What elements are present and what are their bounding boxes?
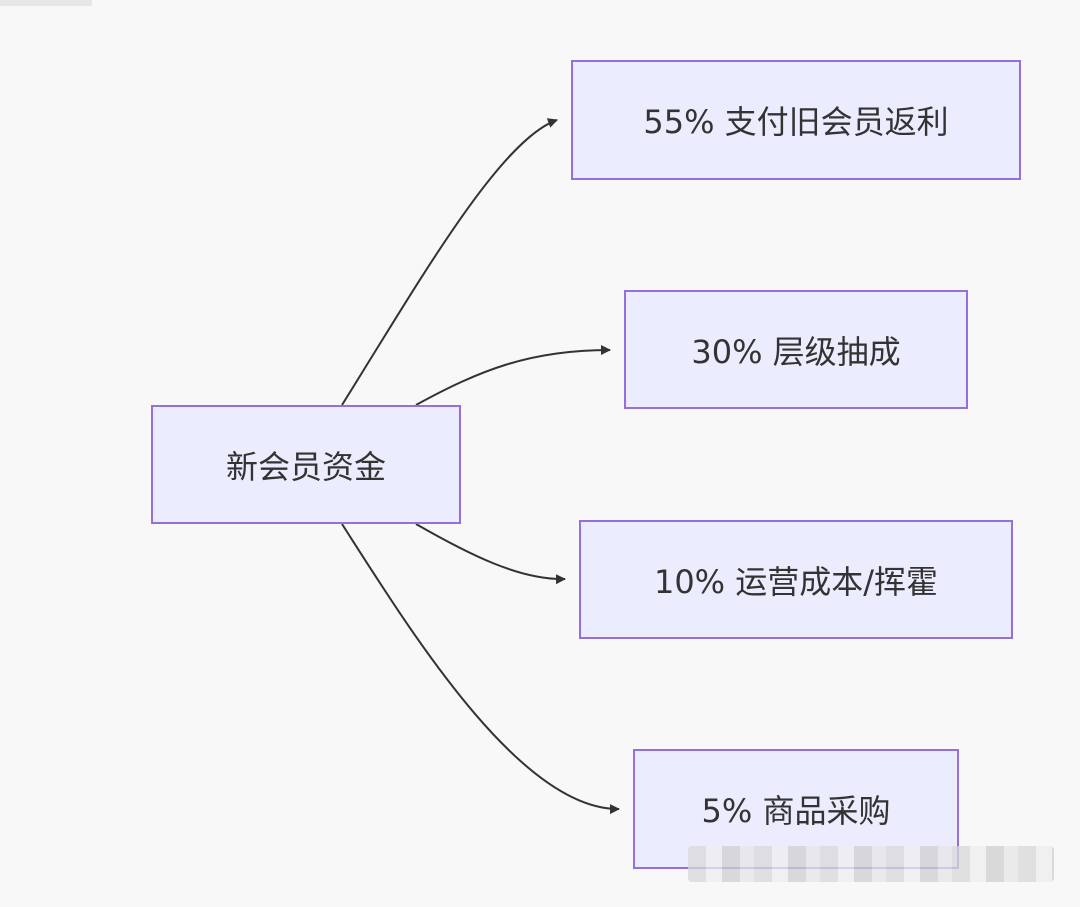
- edge-to-5-percent: [341, 523, 620, 815]
- target-node-30-percent: 30% 层级抽成: [624, 290, 968, 409]
- source-node: 新会员资金: [151, 405, 461, 524]
- target-node-30-percent-label: 30% 层级抽成: [691, 332, 901, 371]
- edge-to-30-percent: [415, 345, 611, 406]
- target-node-5-percent-label: 5% 商品采购: [701, 792, 891, 830]
- target-node-55-percent: 55% 支付旧会员返利: [571, 60, 1021, 180]
- source-node-label: 新会员资金: [225, 447, 386, 486]
- target-node-55-percent-label: 55% 支付旧会员返利: [643, 103, 949, 141]
- blurred-watermark: [688, 846, 1054, 882]
- target-node-10-percent-label: 10% 运营成本/挥霍: [653, 562, 939, 601]
- target-node-10-percent: 10% 运营成本/挥霍: [579, 520, 1013, 639]
- edge-to-10-percent: [415, 523, 566, 585]
- top-edge-mark: [0, 0, 92, 6]
- edge-to-55-percent: [341, 118, 558, 406]
